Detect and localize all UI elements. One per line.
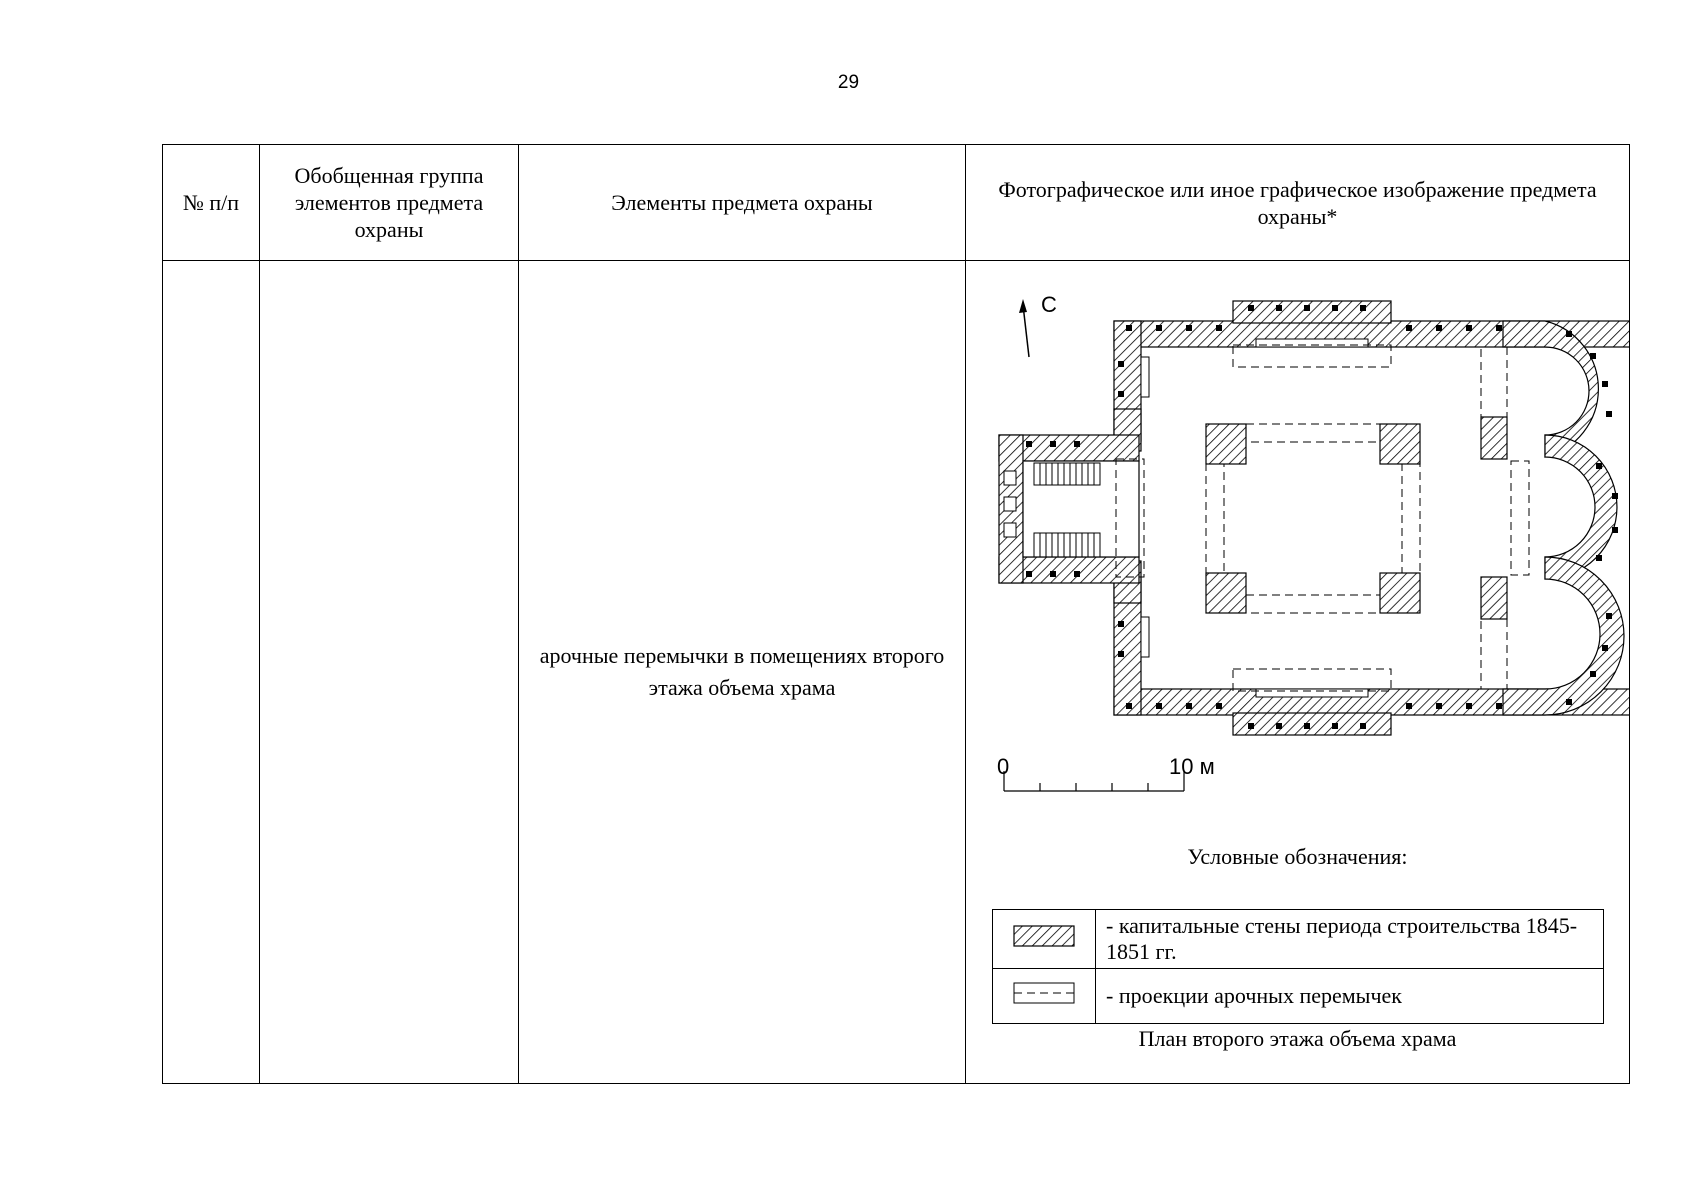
vestibule-piers [1026, 441, 1080, 577]
cell-element: арочные перемычки в помещениях второго э… [518, 260, 966, 1084]
header-number: № п/п [162, 144, 260, 261]
legend-row: - капитальные стены периода строительств… [992, 909, 1604, 969]
cell-group [259, 260, 519, 1084]
table-row: арочные перемычки в помещениях второго э… [162, 260, 1630, 1085]
cell-image: С [965, 260, 1630, 1085]
north-arrow-icon [1019, 299, 1030, 358]
header-elements: Элементы предмета охраны [518, 144, 966, 261]
apse-piers [1566, 331, 1618, 705]
element-description: арочные перемычки в помещениях второго э… [539, 643, 945, 700]
staircase-north-icon [1033, 462, 1101, 486]
vestibule-windows [1003, 470, 1017, 538]
scale-end-label: 10 м [1169, 754, 1215, 779]
floor-plan-figure: С [966, 261, 1629, 1085]
legend-walls-text: - капитальные стены периода строительств… [1095, 909, 1604, 969]
legend-arches-text: - проекции арочных перемычек [1095, 968, 1604, 1024]
plan-caption: План второго этажа объема храма [1138, 1026, 1457, 1051]
apses [1502, 320, 1625, 716]
legend-table: - капитальные стены периода строительств… [992, 909, 1604, 1024]
legend-row: - проекции арочных перемычек [992, 968, 1604, 1024]
arch-projections [1115, 344, 1530, 692]
wall-piers [1118, 305, 1502, 729]
dashed-rect-icon [1013, 982, 1075, 1004]
page-number: 29 [837, 72, 860, 93]
north-label: С [1041, 292, 1057, 317]
window-openings-main [1140, 338, 1369, 698]
staircase-south-icon [1033, 532, 1101, 558]
protection-subject-table: № п/п Обобщенная группа элементов предме… [162, 144, 1630, 1084]
header-image: Фотографическое или иное графическое изо… [965, 144, 1630, 261]
header-group: Обобщенная группа элементов предмета охр… [259, 144, 519, 261]
vestibule-walls [998, 434, 1140, 584]
legend-title: Условные обозначения: [1187, 844, 1408, 869]
central-pillars [1205, 423, 1421, 614]
hatch-icon [1013, 925, 1075, 947]
scale-bar [1003, 771, 1185, 792]
east-inner-piers [1480, 416, 1508, 620]
table-header-row: № п/п Обобщенная группа элементов предме… [162, 144, 1630, 261]
scale-start-label: 0 [997, 754, 1009, 779]
floor-plan-drawing: С [997, 292, 1629, 792]
wall-hatch-main [1113, 300, 1629, 736]
cell-number [162, 260, 260, 1084]
